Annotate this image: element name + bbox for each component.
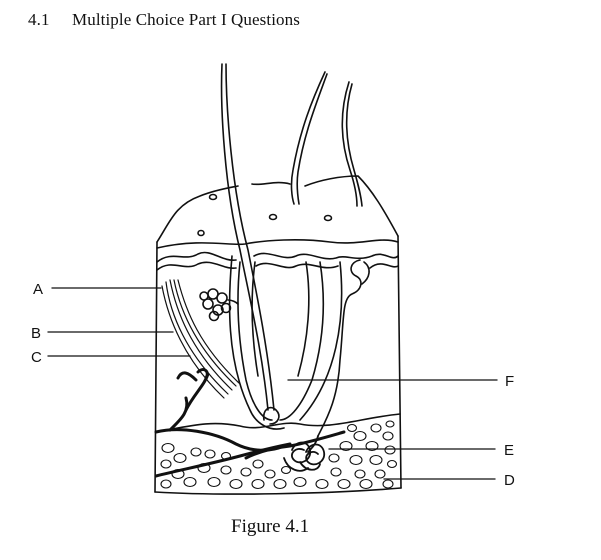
- label-c: C: [31, 349, 42, 366]
- label-b: B: [31, 325, 41, 342]
- label-a: A: [33, 281, 43, 298]
- sweat-gland-coil: [283, 435, 326, 472]
- fat-cells: [160, 420, 398, 490]
- skin-block-outline: [154, 175, 402, 495]
- label-f: F: [505, 373, 514, 390]
- sweat-duct: [317, 259, 370, 437]
- nerve-vessels: [154, 368, 346, 478]
- section-title: Multiple Choice Part I Questions: [72, 10, 300, 29]
- skin-pores: [197, 193, 333, 237]
- hair-shafts: [220, 63, 363, 411]
- section-number: 4.1: [28, 10, 50, 29]
- hair-follicle: [228, 255, 343, 430]
- label-leader-lines: [47, 287, 498, 480]
- label-e: E: [504, 442, 514, 459]
- arrector-pili-muscle: [161, 279, 241, 399]
- label-d: D: [504, 472, 515, 489]
- sebaceous-gland: [199, 288, 239, 322]
- section-heading: 4.1 Multiple Choice Part I Questions: [28, 10, 300, 30]
- figure-caption: Figure 4.1: [231, 516, 310, 537]
